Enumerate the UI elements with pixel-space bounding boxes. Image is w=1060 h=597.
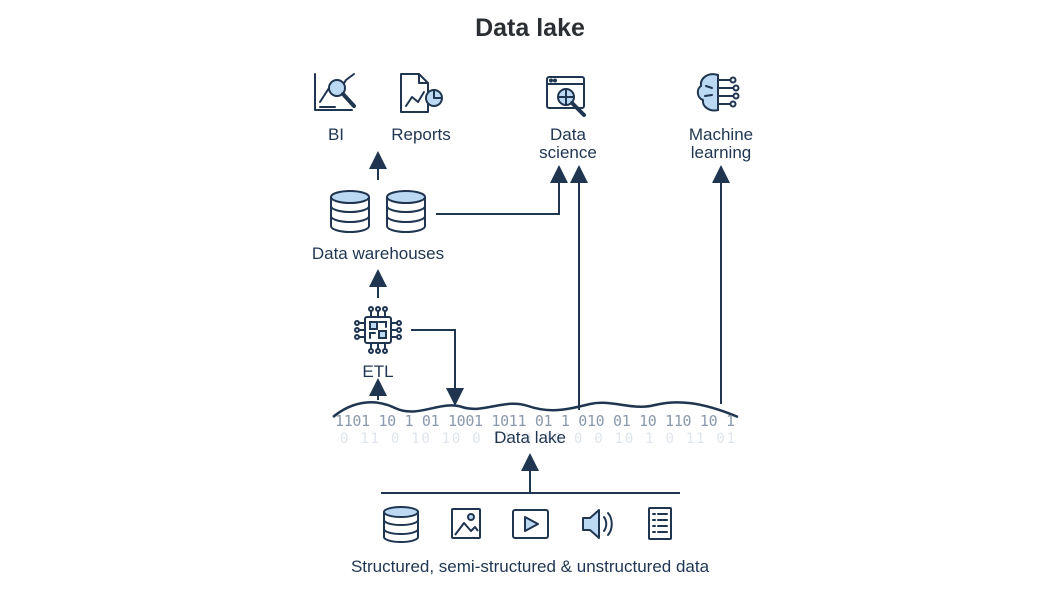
arrow-warehouse-to-data-science: [436, 165, 568, 215]
binary-row-bottom: 0 11 0 10 10 0 11 0 10 0 0 10 1 0 11 01: [340, 431, 735, 447]
video-icon: [512, 509, 549, 539]
bi-label: BI: [327, 125, 345, 144]
machine-learning-label: Machine learning: [688, 125, 754, 162]
data-science-browser-icon: [546, 76, 586, 117]
machine-learning-brain-icon: [696, 73, 740, 112]
data-warehouse-database-icon: [330, 190, 370, 233]
bi-chart-icon: [314, 73, 356, 111]
data-lake-label: Data lake: [494, 428, 566, 447]
data-warehouse-database-icon: [386, 190, 426, 233]
reports-label: Reports: [391, 125, 451, 144]
audio-icon: [582, 509, 613, 539]
arrow-etl-to-lake: [411, 329, 464, 406]
data-lake-wave: [332, 401, 739, 419]
data-warehouses-label: Data warehouses: [311, 244, 445, 263]
diagram-title: Data lake: [475, 14, 585, 42]
image-icon: [451, 508, 481, 539]
document-icon: [648, 507, 672, 540]
flow-arrows: [369, 151, 730, 494]
binary-row-top: 1101 10 1 01 1001 1011 01 1 010 01 10 11…: [335, 412, 735, 430]
etl-processor-chip-icon: [354, 306, 402, 354]
database-icon: [383, 506, 419, 543]
reports-icon: [400, 73, 443, 113]
data-sources-label: Structured, semi-structured & unstructur…: [350, 557, 710, 576]
etl-label: ETL: [362, 362, 394, 381]
data-science-label: Data science: [539, 125, 597, 162]
